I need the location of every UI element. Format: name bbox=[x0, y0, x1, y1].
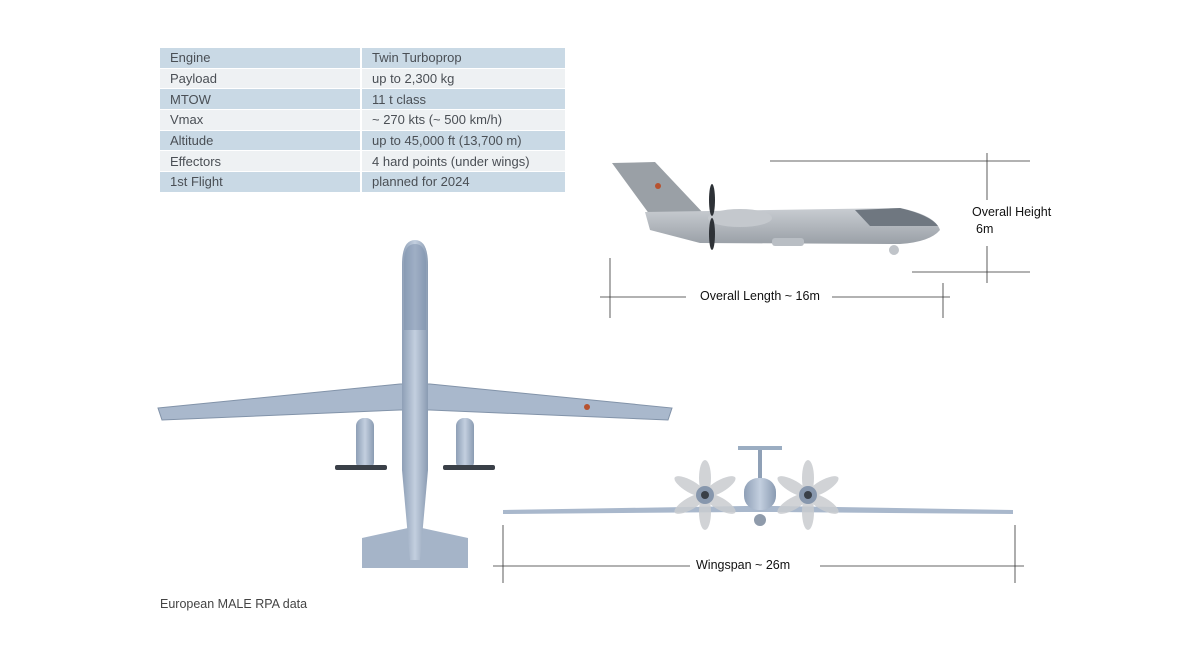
spec-value: 4 hard points (under wings) bbox=[362, 151, 565, 173]
caption: European MALE RPA data bbox=[160, 597, 308, 611]
top-view-drone bbox=[157, 240, 673, 568]
spec-value: 11 t class bbox=[362, 89, 565, 111]
spec-label: Payload bbox=[160, 68, 362, 90]
height-label: Overall Height bbox=[972, 205, 1052, 219]
spec-value: Twin Turboprop bbox=[362, 48, 565, 69]
height-value: 6m bbox=[976, 222, 994, 236]
side-view-drone bbox=[612, 162, 940, 255]
front-view-drone bbox=[503, 446, 1013, 530]
length-label: Overall Length ~ 16m bbox=[700, 289, 820, 303]
spec-label: Engine bbox=[160, 48, 362, 69]
table-row: Vmax~ 270 kts (~ 500 km/h) bbox=[160, 110, 565, 131]
spec-label: MTOW bbox=[160, 89, 362, 111]
spec-label: Vmax bbox=[160, 110, 362, 131]
spec-label: Altitude bbox=[160, 130, 362, 152]
dimension-lines bbox=[493, 153, 1030, 583]
wingspan-label: Wingspan ~ 26m bbox=[696, 558, 791, 572]
spec-value: up to 45,000 ft (13,700 m) bbox=[362, 130, 565, 152]
spec-value: up to 2,300 kg bbox=[362, 68, 565, 90]
spec-value: ~ 270 kts (~ 500 km/h) bbox=[362, 110, 565, 131]
spec-value: planned for 2024 bbox=[362, 172, 565, 193]
spec-label: Effectors bbox=[160, 151, 362, 173]
spec-label: 1st Flight bbox=[160, 172, 362, 193]
